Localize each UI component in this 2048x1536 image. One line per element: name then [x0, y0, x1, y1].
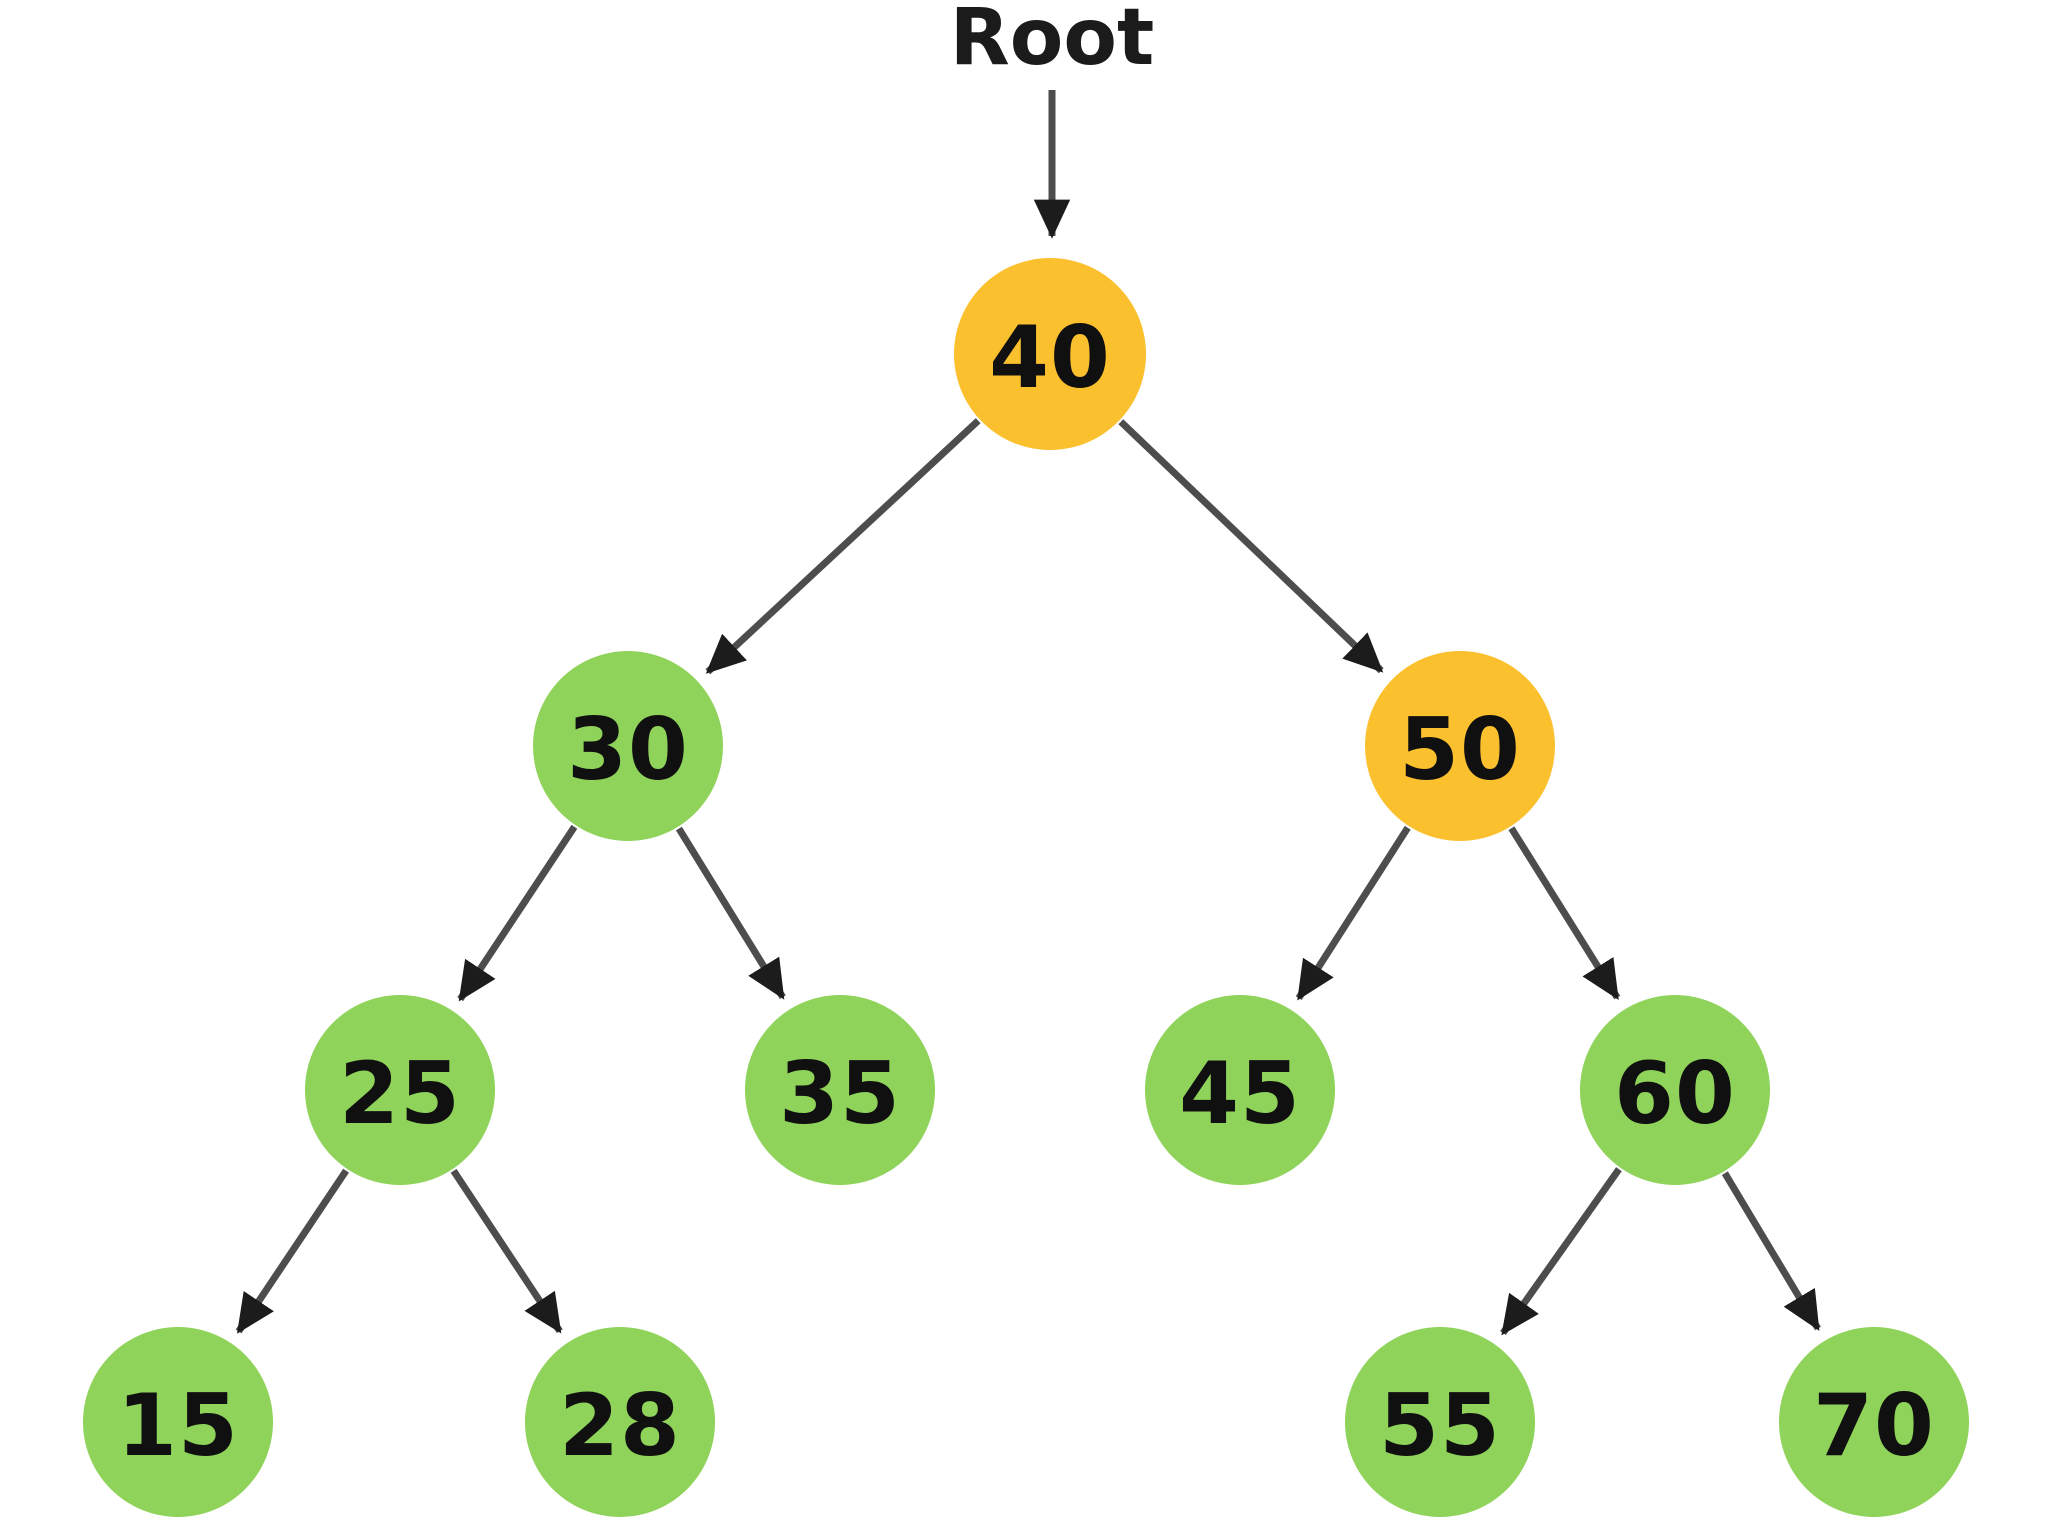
node-value-50: 50: [1399, 700, 1521, 800]
node-circle-45[interactable]: [1145, 995, 1335, 1185]
node-value-40: 40: [989, 308, 1111, 408]
node-value-70: 70: [1813, 1376, 1935, 1476]
node-value-15: 15: [117, 1376, 239, 1476]
tree-edge-30-to-25: [457, 824, 578, 1002]
tree-edge-30-to-35: [675, 826, 786, 1000]
root-caption-label: Root: [950, 0, 1155, 83]
tree-edge-50-to-45: [1295, 825, 1411, 1001]
tree-node-35[interactable]: 35: [745, 995, 935, 1185]
tree-node-50[interactable]: 50: [1365, 651, 1555, 841]
edges-layer: [235, 418, 1821, 1336]
node-value-60: 60: [1614, 1044, 1736, 1144]
tree-node-70[interactable]: 70: [1779, 1327, 1969, 1517]
tree-edge-40-to-50: [1118, 419, 1384, 674]
node-value-35: 35: [779, 1044, 901, 1144]
root-pointer-layer: Root: [950, 0, 1155, 239]
tree-node-40[interactable]: 40: [954, 258, 1146, 450]
tree-node-15[interactable]: 15: [83, 1327, 273, 1517]
node-circle-70[interactable]: [1779, 1327, 1969, 1517]
node-circle-25[interactable]: [305, 995, 495, 1185]
tree-node-28[interactable]: 28: [525, 1327, 715, 1517]
node-circle-15[interactable]: [83, 1327, 273, 1517]
tree-node-55[interactable]: 55: [1345, 1327, 1535, 1517]
node-circle-55[interactable]: [1345, 1327, 1535, 1517]
tree-edge-25-to-15: [235, 1168, 349, 1334]
tree-node-25[interactable]: 25: [305, 995, 495, 1185]
tree-edge-60-to-55: [1500, 1167, 1622, 1336]
node-value-55: 55: [1379, 1376, 1501, 1476]
node-value-30: 30: [567, 700, 689, 800]
node-circle-40[interactable]: [954, 258, 1146, 450]
nodes-layer: 40 30 50 25 35 45 60 15 28 55 70: [83, 258, 1969, 1517]
tree-edge-50-to-60: [1508, 826, 1621, 1000]
tree-node-60[interactable]: 60: [1580, 995, 1770, 1185]
node-circle-50[interactable]: [1365, 651, 1555, 841]
tree-node-45[interactable]: 45: [1145, 995, 1335, 1185]
tree-edge-40-to-30: [705, 418, 981, 675]
node-circle-35[interactable]: [745, 995, 935, 1185]
node-circle-60[interactable]: [1580, 995, 1770, 1185]
node-circle-30[interactable]: [533, 651, 723, 841]
node-value-45: 45: [1179, 1044, 1301, 1144]
tree-node-30[interactable]: 30: [533, 651, 723, 841]
node-circle-28[interactable]: [525, 1327, 715, 1517]
node-value-28: 28: [559, 1376, 681, 1476]
tree-edge-60-to-70: [1721, 1171, 1821, 1331]
node-value-25: 25: [339, 1044, 461, 1144]
tree-edge-25-to-28: [450, 1168, 563, 1334]
